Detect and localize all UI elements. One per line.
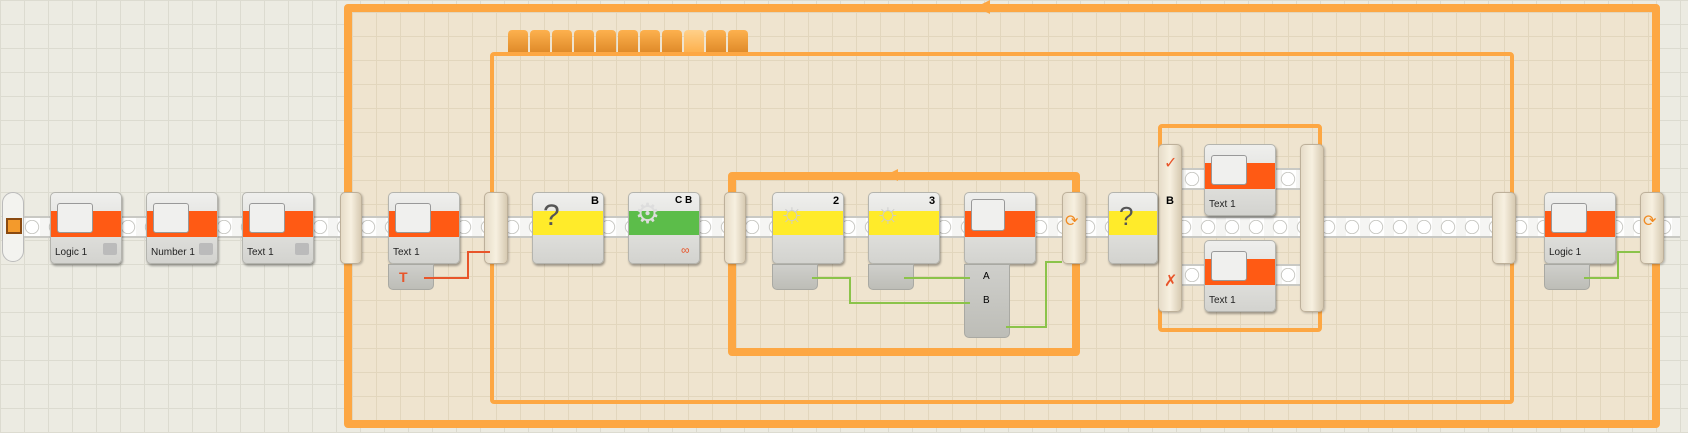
logic-wire-b: [812, 277, 970, 304]
wait-touch-block[interactable]: ? B: [532, 192, 604, 264]
start-point[interactable]: [2, 192, 24, 262]
variable-name-label: Text 1: [1209, 295, 1236, 306]
variable-block-text-1-true[interactable]: Text 1: [1204, 144, 1276, 216]
variable-block-logic-1-read[interactable]: Logic 1: [1544, 192, 1616, 264]
variable-block-text-1[interactable]: Text 1: [242, 192, 314, 264]
variable-name-label: Text 1: [393, 247, 420, 258]
tab-4[interactable]: [574, 30, 594, 52]
text-wire: [424, 251, 490, 279]
variable-name-label: Number 1: [151, 247, 195, 258]
loop-arrow-icon: ⟳: [1065, 213, 1079, 230]
variable-name-label: Logic 1: [1549, 247, 1582, 258]
sensor-loop-frame: [728, 172, 1080, 356]
briefcase-icon: [57, 203, 93, 233]
logic-wire-loop: [1584, 251, 1640, 279]
port-label: 2: [833, 195, 840, 207]
tab-7[interactable]: [640, 30, 660, 52]
variable-block-text-1-read[interactable]: Text 1: [388, 192, 460, 264]
variable-block-text-1-false[interactable]: Text 1: [1204, 240, 1276, 312]
briefcase-icon: [153, 203, 189, 233]
tab-6[interactable]: [618, 30, 638, 52]
switch-touch-block[interactable]: ?: [1108, 192, 1158, 264]
tab-3[interactable]: [552, 30, 572, 52]
wait-question-icon: ?: [543, 199, 560, 232]
write-mode-icon: [295, 243, 309, 255]
logic-wire-out: [1006, 261, 1062, 328]
tab-1[interactable]: [508, 30, 528, 52]
tab-11[interactable]: [728, 30, 748, 52]
variable-name-label: Text 1: [1209, 199, 1236, 210]
tab-2[interactable]: [530, 30, 550, 52]
data-hub[interactable]: [1544, 264, 1590, 290]
duration-icon: ∞: [681, 243, 690, 257]
logic-data-hub[interactable]: A B: [964, 264, 1010, 338]
light-sensor-block-3[interactable]: ☼ 3: [868, 192, 940, 264]
outer-loop-arrow-icon: [976, 0, 990, 14]
loop-arrow-icon: ⟳: [1643, 213, 1657, 230]
switch-tab-strip[interactable]: [508, 30, 748, 52]
briefcase-icon: [1551, 203, 1587, 233]
sensor-loop-arrow-icon: [886, 169, 898, 181]
switch-port-label: B: [1166, 195, 1174, 207]
motor-block[interactable]: ⚙ C B ∞: [628, 192, 700, 264]
true-check-icon: ✓: [1164, 155, 1178, 172]
light-icon: ☼: [875, 197, 901, 228]
inner-loop-end-pillar[interactable]: [1492, 192, 1516, 264]
input-a-label: A: [983, 271, 990, 282]
briefcase-icon: [249, 203, 285, 233]
tab-9-active[interactable]: [684, 30, 704, 52]
switch-question-icon: ?: [1119, 201, 1134, 231]
port-label: B: [591, 195, 599, 207]
switch-connector-pillar[interactable]: ✓ B ✗: [1158, 144, 1182, 312]
variable-block-logic-1[interactable]: Logic 1: [50, 192, 122, 264]
input-b-label: B: [983, 295, 990, 306]
tab-10[interactable]: [706, 30, 726, 52]
write-mode-icon: [199, 243, 213, 255]
outer-loop-end-pillar[interactable]: ⟳: [1640, 192, 1664, 264]
start-point-icon: [6, 218, 22, 234]
variable-block-number-1[interactable]: Number 1: [146, 192, 218, 264]
outer-loop-start-pillar[interactable]: [340, 192, 362, 264]
logic-block[interactable]: [964, 192, 1036, 264]
gears-icon: ⚙: [635, 198, 661, 229]
motor-ports-label: C B: [675, 195, 693, 206]
light-icon: ☼: [779, 197, 805, 228]
text-plug-icon: T: [399, 269, 408, 285]
port-label: 3: [929, 195, 936, 207]
briefcase-icon: [1211, 251, 1247, 281]
sensor-loop-end-pillar[interactable]: ⟳: [1062, 192, 1086, 264]
data-hub[interactable]: T: [388, 264, 434, 290]
light-sensor-block-2[interactable]: ☼ 2: [772, 192, 844, 264]
logic-check-x-icon: [971, 199, 1005, 231]
false-x-icon: ✗: [1164, 273, 1178, 290]
tab-8[interactable]: [662, 30, 682, 52]
switch-end-pillar[interactable]: [1300, 144, 1324, 312]
briefcase-icon: [1211, 155, 1247, 185]
tab-5[interactable]: [596, 30, 616, 52]
variable-name-label: Logic 1: [55, 247, 88, 258]
sensor-loop-start-pillar[interactable]: [724, 192, 746, 264]
briefcase-icon: [395, 203, 431, 233]
variable-name-label: Text 1: [247, 247, 274, 258]
write-mode-icon: [103, 243, 117, 255]
